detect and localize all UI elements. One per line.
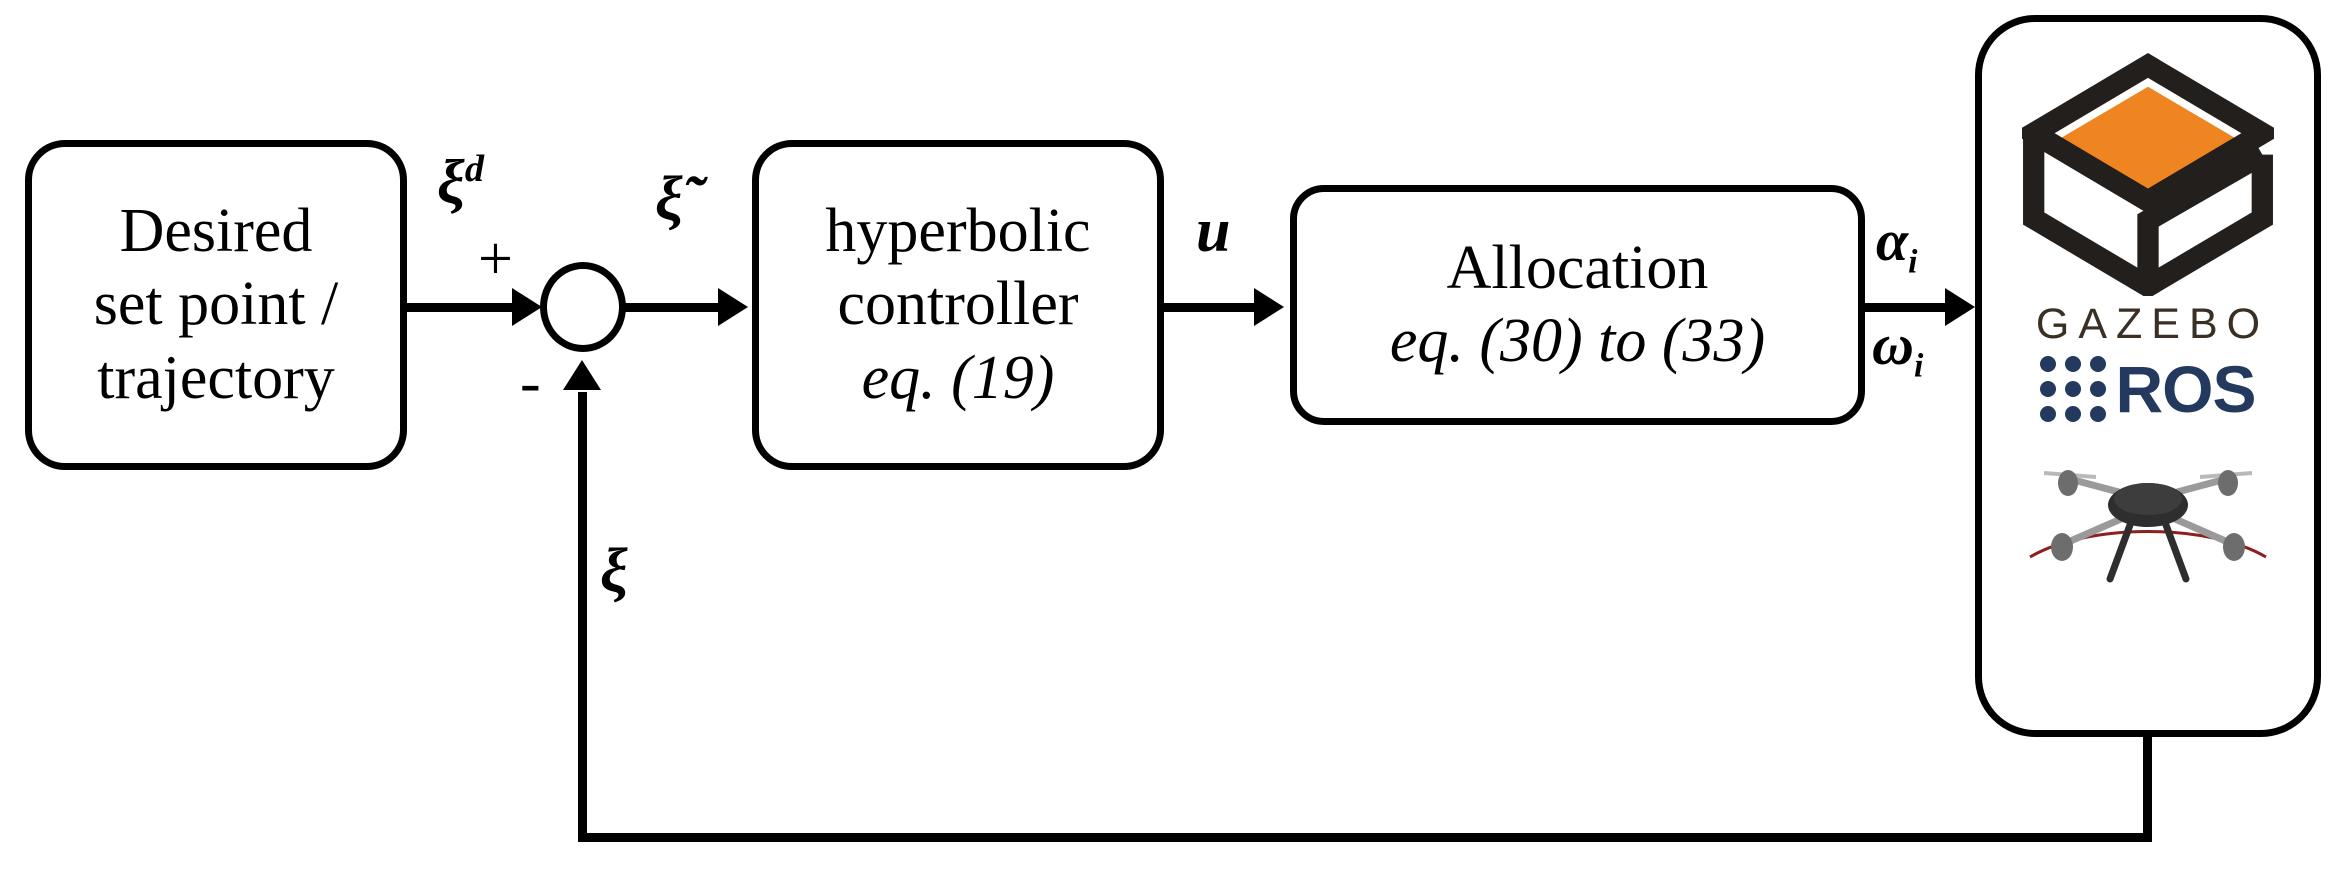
drone-icon [2029, 470, 2267, 583]
reference-superscript: d [464, 148, 485, 190]
setpoint-line-2: set point / [93, 270, 339, 339]
controller-line-2: controller [837, 270, 1079, 339]
arrowhead-setpoint-to-sum [512, 288, 542, 326]
signal-label-error: ξ̃ [655, 165, 683, 233]
feedback-wire-vertical-left [578, 392, 587, 837]
arrowhead-feedback-to-sum [563, 360, 601, 390]
ros-wordmark: ROS [2115, 352, 2256, 426]
wire-sum-to-controller [624, 303, 724, 312]
wire-allocation-to-simulator [1865, 303, 1951, 312]
signal-label-reference: ξd [437, 150, 484, 214]
signal-label-rotor-speed: ωi [1872, 316, 1923, 383]
summing-plus-sign: + [478, 225, 513, 293]
signal-label-control: u [1196, 197, 1231, 265]
tilt-angle-symbol: α [1876, 208, 1909, 273]
setpoint-line-1: Desired [119, 197, 313, 266]
reference-symbol: ξ [437, 148, 465, 217]
wire-setpoint-to-sum [407, 303, 517, 312]
gazebo-wordmark: GAZEBO [2035, 300, 2270, 348]
wire-controller-to-allocation [1164, 303, 1260, 312]
signal-label-feedback: ξ [600, 537, 628, 605]
controller-line-1: hyperbolic [825, 197, 1091, 266]
rotor-speed-subscript: i [1913, 347, 1924, 385]
controller-equation-ref: eq. (19) [861, 343, 1055, 412]
summing-junction[interactable] [540, 262, 626, 352]
feedback-wire-horizontal [578, 833, 2152, 842]
allocation-line-1: Allocation [1446, 233, 1709, 302]
arrowhead-controller-to-allocation [1254, 288, 1284, 326]
hyperbolic-controller-block[interactable]: hyperbolic controller eq. (19) [752, 140, 1164, 470]
arrowhead-allocation-to-simulator [1945, 288, 1975, 326]
desired-setpoint-block[interactable]: Desired set point / trajectory [25, 140, 407, 470]
setpoint-line-3: trajectory [97, 343, 335, 412]
gazebo-ros-simulator-block[interactable]: GAZEBO ROS [1975, 15, 2321, 737]
rotor-speed-symbol: ω [1872, 312, 1914, 377]
arrowhead-sum-to-controller [718, 288, 748, 326]
summing-minus-sign: - [520, 349, 541, 417]
ros-dot-matrix-icon [2040, 356, 2107, 422]
gazebo-cube-svg [2012, 53, 2284, 299]
feedback-wire-vertical-right [2143, 737, 2152, 842]
tilt-angle-subscript: i [1908, 243, 1918, 281]
ros-logo: ROS [2040, 351, 2257, 427]
signal-label-tilt-angle: αi [1876, 212, 1917, 279]
gazebo-cube-icon [2012, 48, 2284, 299]
allocation-equation-ref: eq. (30) to (33) [1389, 307, 1766, 375]
allocation-block[interactable]: Allocation eq. (30) to (33) [1290, 185, 1865, 425]
